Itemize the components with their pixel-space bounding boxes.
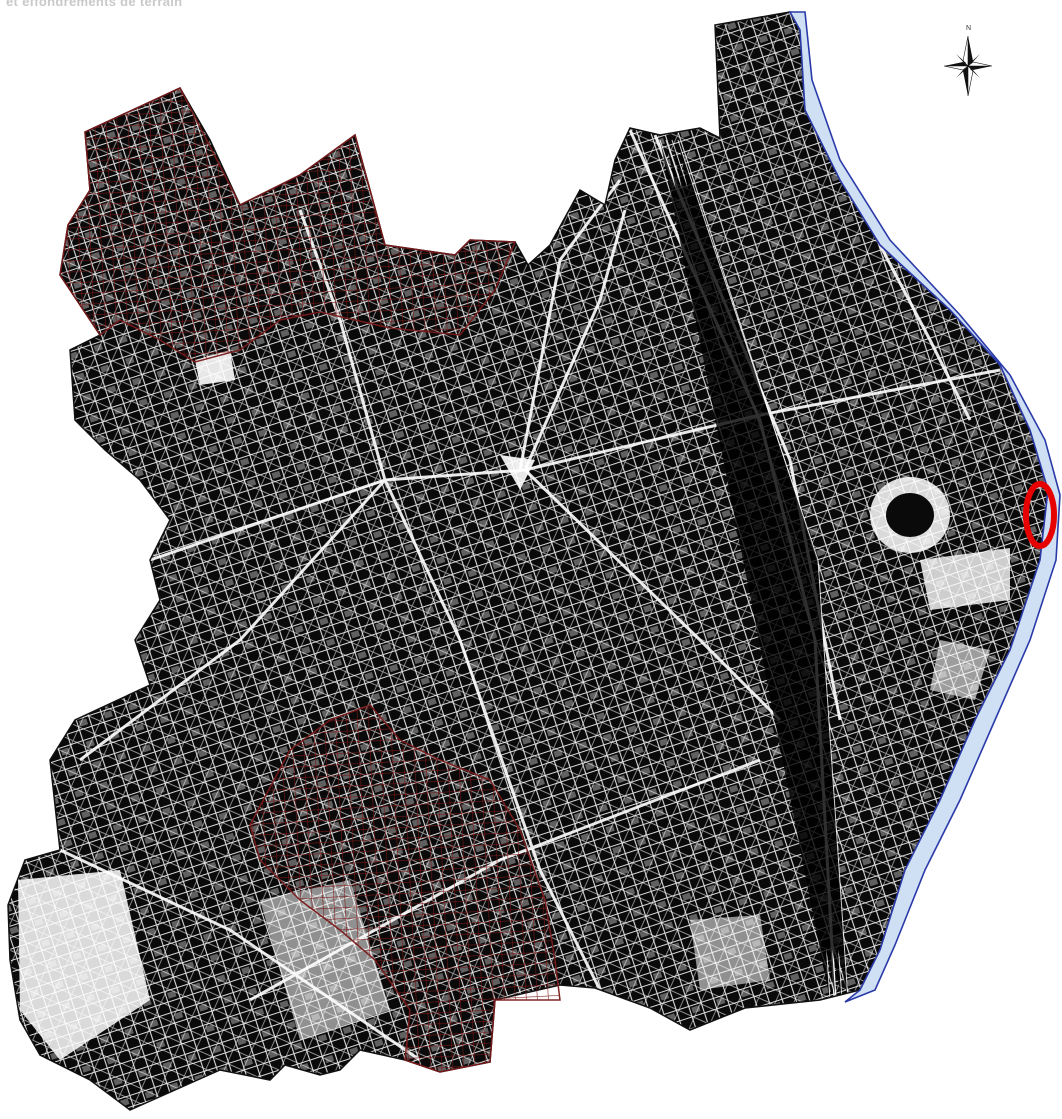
river [788,11,1061,1003]
risk-zone-north [59,87,517,363]
risk-zone-south [249,704,561,1073]
compass-rose-icon: N [943,25,993,97]
map-caption: et effondrements de terrain [6,0,183,9]
highlight-marker [1023,481,1057,549]
compass-north-label: N [966,25,971,32]
railway-lines [659,139,849,1001]
